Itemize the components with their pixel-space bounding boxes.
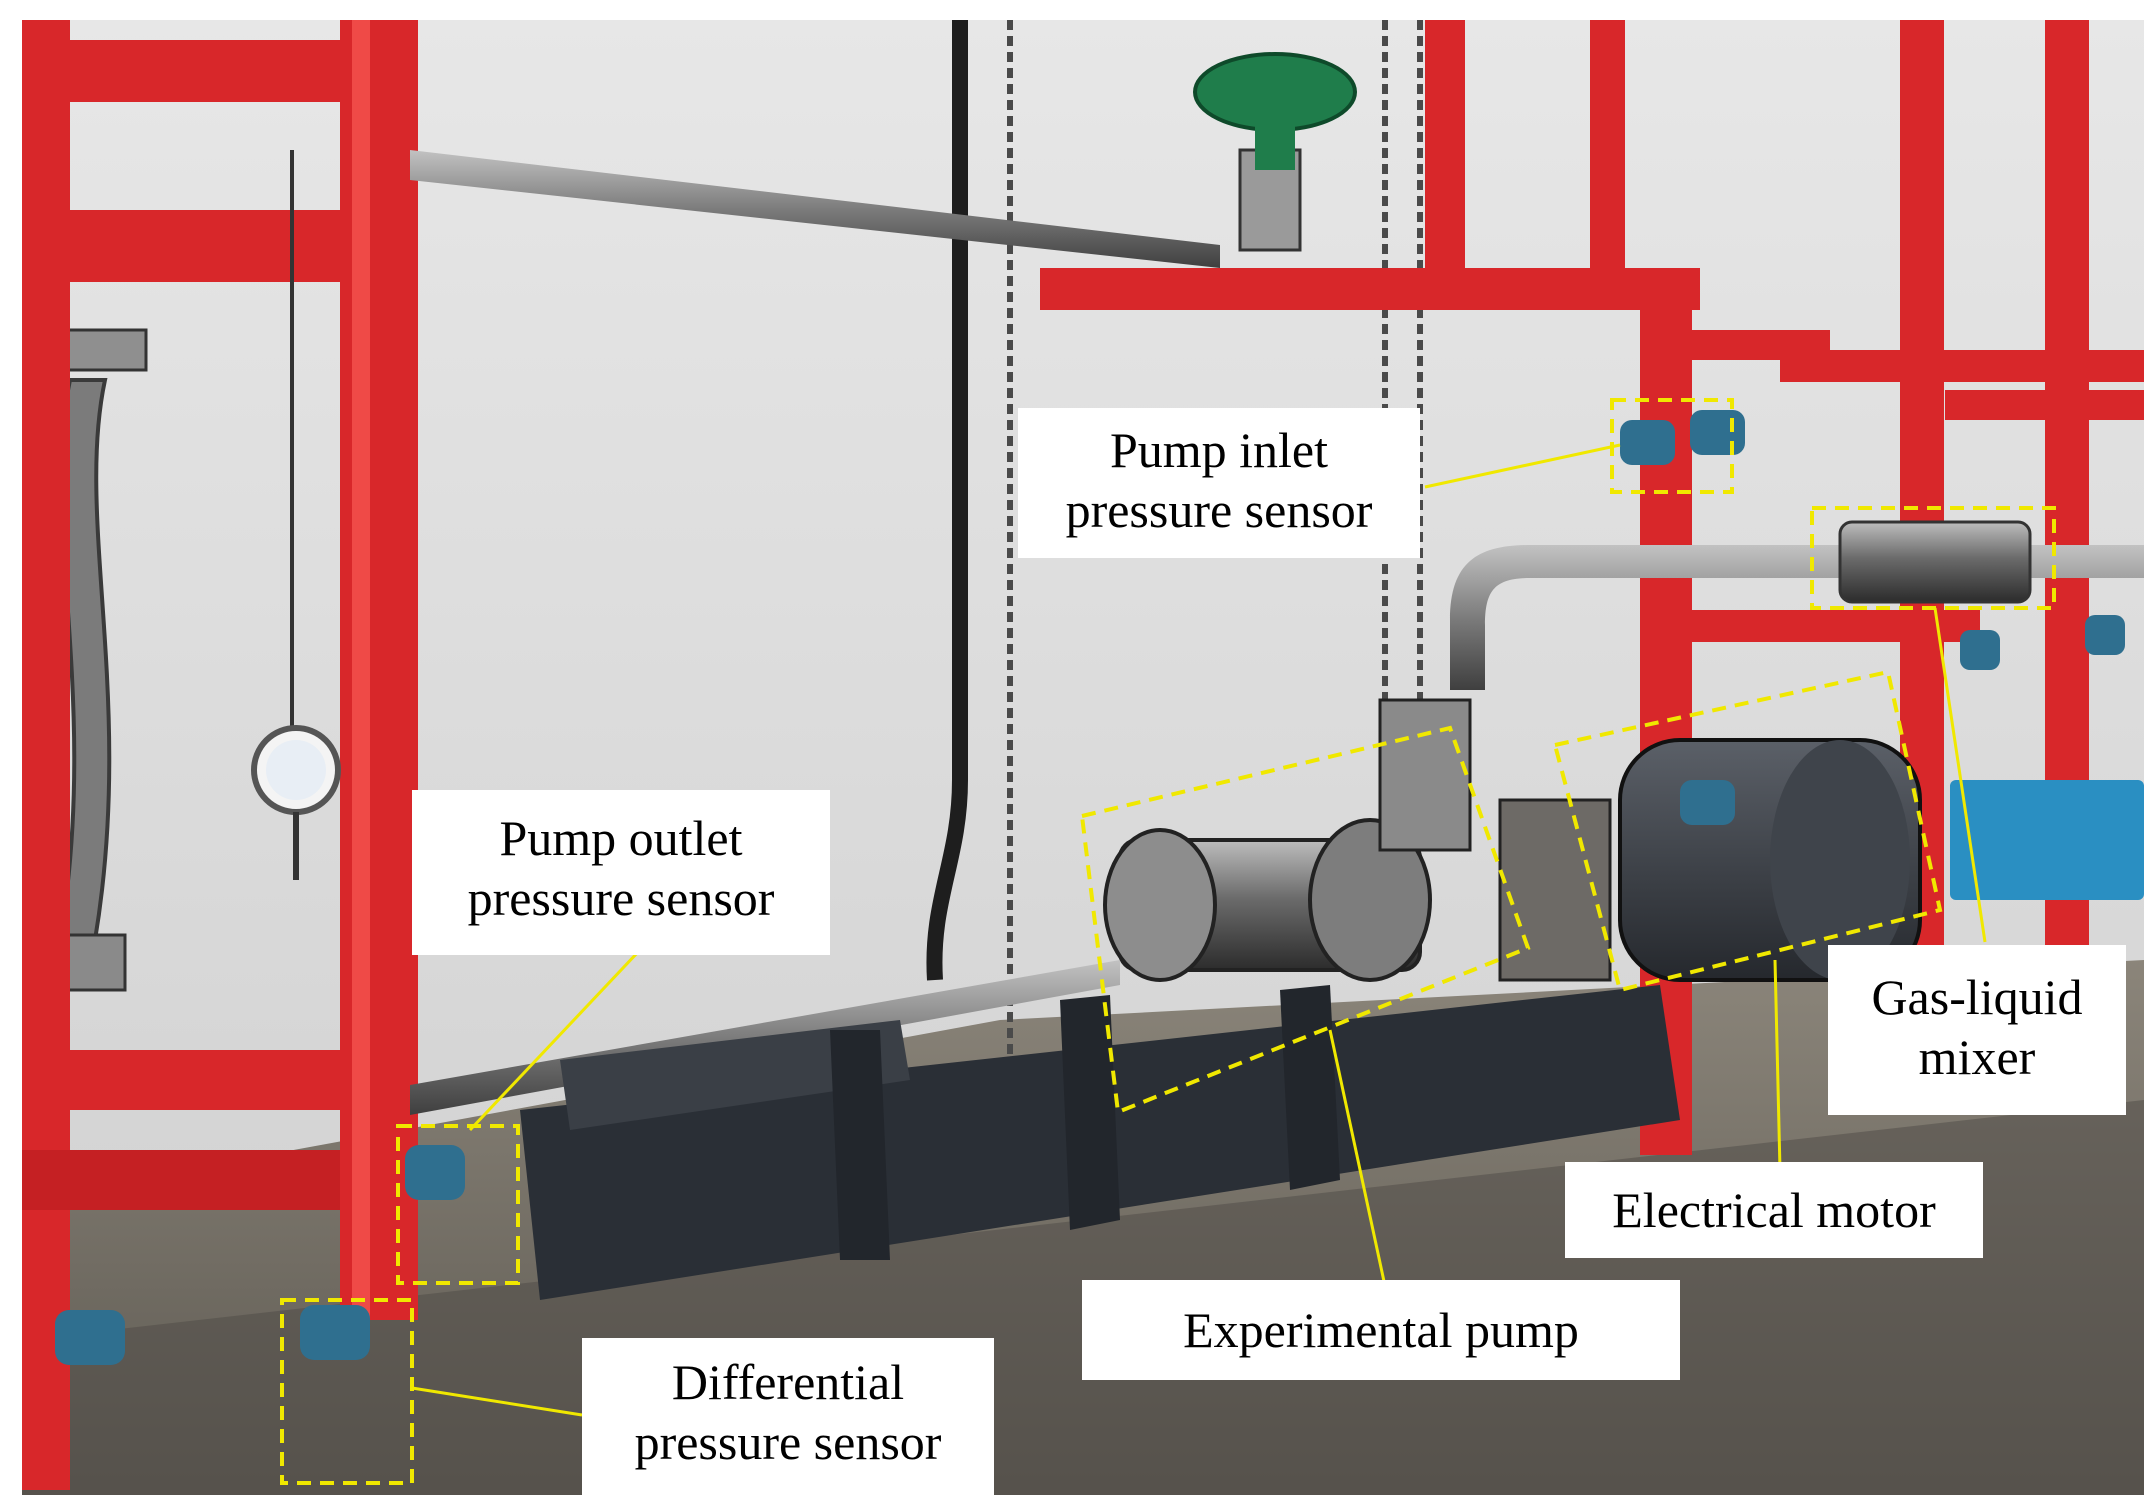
label-pump-outlet-line-2: pressure sensor xyxy=(467,870,775,926)
label-differential-line-2: pressure sensor xyxy=(634,1414,942,1470)
label-electrical-motor: Electrical motor xyxy=(1565,1162,1983,1258)
upper-pipe xyxy=(410,150,1220,268)
label-gas-liquid-mixer: Gas-liquid mixer xyxy=(1828,945,2126,1115)
callout-box-differential xyxy=(280,1298,414,1485)
inlet-transmitter-1 xyxy=(1620,420,1675,465)
label-experimental-pump: Experimental pump xyxy=(1082,1280,1680,1380)
label-pump-inlet-line-2: pressure sensor xyxy=(1065,482,1373,538)
label-gas-liquid-mixer-line-1: Gas-liquid xyxy=(1871,969,2083,1025)
label-differential-line-1: Differential xyxy=(671,1354,905,1410)
label-electrical-motor-text: Electrical motor xyxy=(1612,1182,1936,1238)
label-gas-liquid-mixer-line-2: mixer xyxy=(1918,1029,2036,1085)
label-pump-inlet-line-1: Pump inlet xyxy=(1109,422,1329,478)
callout-box-mixer xyxy=(1810,506,2056,610)
label-differential: Differential pressure sensor xyxy=(582,1338,994,1495)
label-experimental-pump-text: Experimental pump xyxy=(1183,1302,1579,1358)
callout-box-pump xyxy=(1079,725,1531,1115)
callout-box-outlet xyxy=(396,1124,520,1285)
mixer-body xyxy=(1838,520,2032,604)
label-pump-outlet: Pump outlet pressure sensor xyxy=(412,790,830,955)
label-pump-outlet-line-1: Pump outlet xyxy=(499,810,743,866)
callout-box-motor xyxy=(1552,669,1943,993)
label-pump-inlet: Pump inlet pressure sensor xyxy=(1018,408,1420,558)
